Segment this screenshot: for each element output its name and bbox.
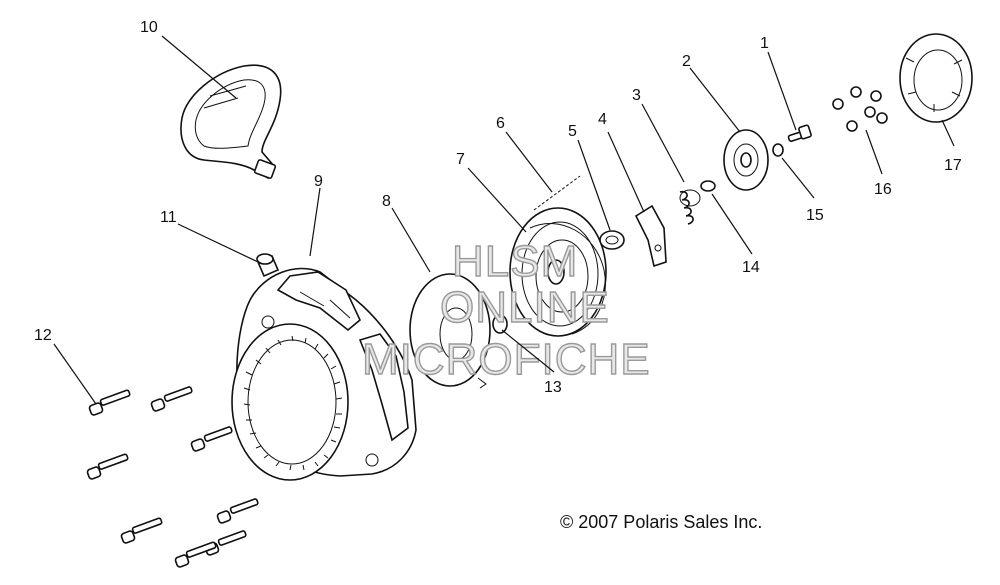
copyright-notice: © 2007 Polaris Sales Inc. bbox=[560, 512, 762, 532]
friction-washer bbox=[700, 180, 716, 192]
recoil-housing bbox=[231, 267, 417, 481]
flange-nuts bbox=[832, 86, 888, 132]
friction-plate bbox=[723, 129, 769, 191]
starter-handle bbox=[180, 64, 282, 180]
callout-10: 10 bbox=[140, 19, 158, 36]
callout-12: 12 bbox=[34, 327, 52, 344]
spring-plate bbox=[409, 273, 491, 389]
grommet-plug bbox=[256, 253, 280, 278]
callout-5: 5 bbox=[568, 123, 577, 140]
callout-numbers: 1 2 3 4 5 6 7 8 9 10 11 12 13 14 15 16 1… bbox=[34, 19, 962, 396]
center-bolt bbox=[787, 124, 812, 142]
callout-11: 11 bbox=[160, 209, 177, 226]
watermark-line-1: HLSM bbox=[452, 237, 578, 286]
pivot-pin bbox=[492, 314, 508, 334]
starter-rope bbox=[533, 175, 581, 211]
callout-7: 7 bbox=[456, 151, 465, 168]
callout-13: 13 bbox=[544, 379, 562, 396]
callout-17: 17 bbox=[944, 157, 962, 174]
leader-lines bbox=[53, 35, 955, 405]
callout-3: 3 bbox=[632, 87, 641, 104]
watermark-line-2: ONLINE bbox=[440, 283, 610, 332]
callout-6: 6 bbox=[496, 115, 505, 132]
callout-14: 14 bbox=[742, 259, 760, 276]
callout-8: 8 bbox=[382, 193, 391, 210]
callout-2: 2 bbox=[682, 53, 691, 70]
callout-1: 1 bbox=[760, 35, 769, 52]
spring-clip bbox=[599, 230, 625, 250]
callout-16: 16 bbox=[874, 181, 892, 198]
watermark: HLSM ONLINE MICROFICHE bbox=[361, 236, 651, 384]
drive-cup bbox=[899, 33, 973, 123]
watermark-line-3: MICROFICHE bbox=[362, 335, 651, 384]
compression-spring bbox=[679, 189, 701, 225]
ratchet-pawl bbox=[634, 204, 667, 268]
small-washer bbox=[772, 143, 784, 157]
rope-pulley bbox=[509, 207, 607, 337]
callout-4: 4 bbox=[598, 111, 607, 128]
callout-15: 15 bbox=[806, 207, 824, 224]
callout-9: 9 bbox=[314, 173, 323, 190]
housing-screws bbox=[86, 386, 259, 568]
housing-vent-slots bbox=[243, 335, 343, 471]
